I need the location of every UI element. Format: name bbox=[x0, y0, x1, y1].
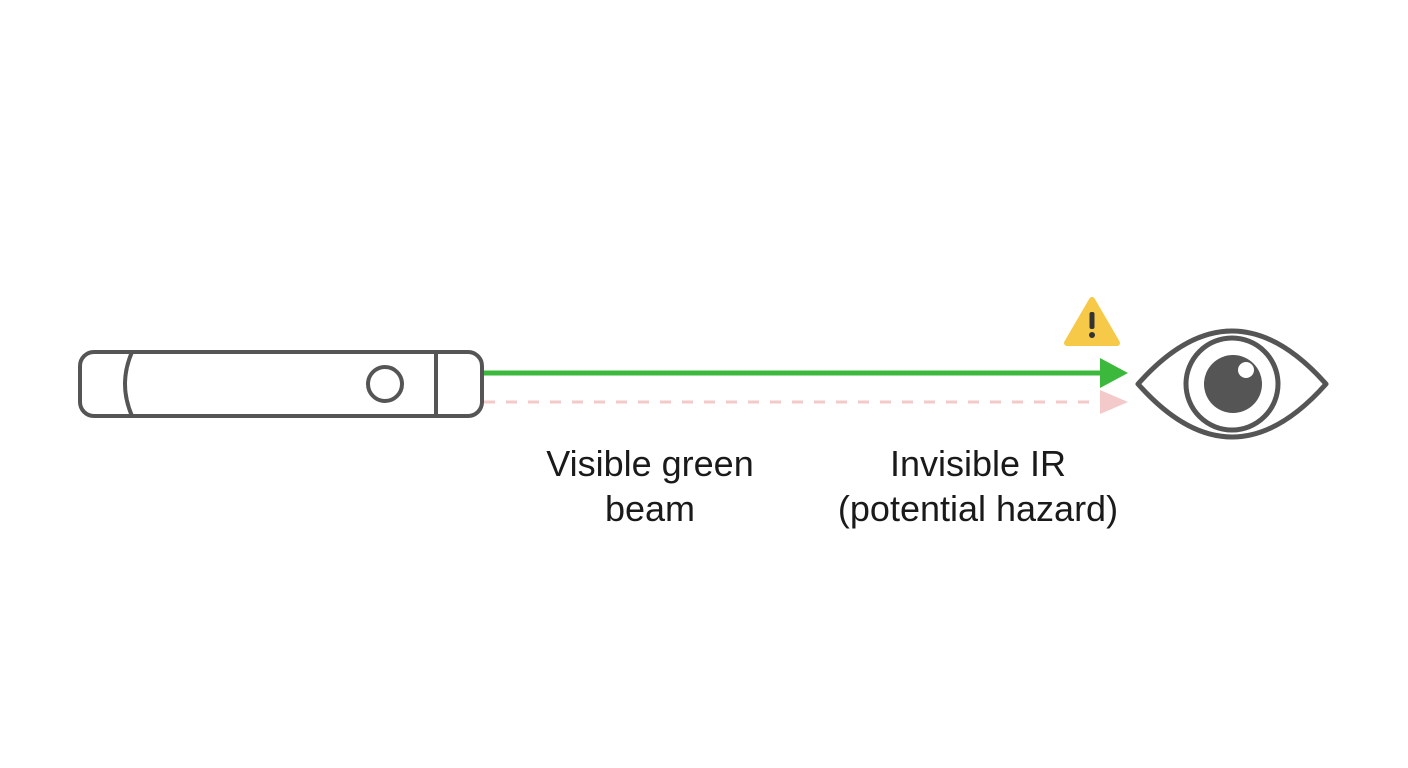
eye-highlight bbox=[1238, 362, 1254, 378]
visible-beam-label-line-1: Visible green bbox=[546, 443, 754, 484]
green-beam-arrow bbox=[484, 358, 1128, 388]
laser-cap-line bbox=[123, 351, 134, 417]
laser-button bbox=[366, 365, 404, 403]
green-beam-arrowhead bbox=[1100, 358, 1128, 388]
invisible-ir-label: Invisible IR (potential hazard) bbox=[800, 441, 1156, 531]
warning-icon bbox=[1064, 297, 1120, 346]
ir-beam-arrowhead bbox=[1100, 390, 1128, 414]
ir-beam-arrow bbox=[484, 390, 1128, 414]
invisible-ir-label-line-2: (potential hazard) bbox=[837, 488, 1119, 529]
warning-mark bbox=[1089, 312, 1095, 329]
laser-body bbox=[78, 350, 484, 418]
visible-beam-label-line-2: beam bbox=[604, 488, 696, 529]
invisible-ir-label-line-1: Invisible IR bbox=[889, 443, 1067, 484]
warning-dot bbox=[1089, 332, 1095, 338]
visible-beam-label: Visible green beam bbox=[520, 441, 780, 531]
eye-icon bbox=[1135, 328, 1329, 440]
laser-pointer-icon bbox=[78, 350, 484, 418]
eye-pupil bbox=[1204, 355, 1262, 413]
